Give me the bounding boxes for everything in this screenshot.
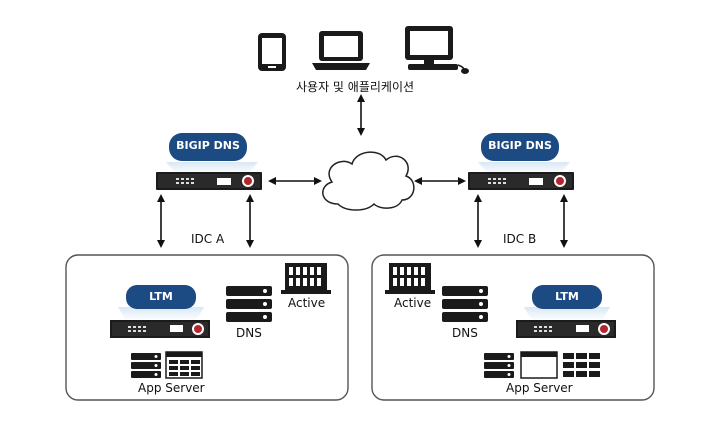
idc-a-title: IDC A [191, 232, 225, 246]
bigip-dns-left [156, 133, 262, 190]
badge-ltm-idc-b [532, 285, 602, 309]
app-server-label-idc-b: App Server [506, 381, 573, 395]
app-window-icon-idc-a [165, 351, 203, 379]
idc-b-title: IDC B [503, 232, 537, 246]
laptop-icon [312, 31, 370, 70]
tablet-icon [258, 33, 286, 71]
app-window-icon-idc-b [520, 351, 558, 379]
ltm-device-idc-b [516, 285, 616, 338]
dns-label-idc-a: DNS [236, 326, 262, 340]
app-server-icon-idc-b [484, 353, 514, 378]
app-server-label-idc-a: App Server [138, 381, 205, 395]
active-label-idc-a: Active [288, 296, 326, 310]
dns-server-stack-idc-a [226, 286, 272, 322]
ltm-device-idc-a [110, 285, 210, 338]
ltm-badge-label-idc-b: LTM [555, 290, 579, 303]
app-grid-icon-idc-b [563, 353, 600, 377]
datacenter-icon-idc-a [281, 263, 331, 294]
bigip-dns-right [468, 133, 574, 190]
badge-ltm-idc-a [126, 285, 196, 309]
datacenter-icon-idc-b [385, 263, 435, 294]
badge-bigip-dns-left [169, 133, 247, 161]
active-label-idc-b: Active [394, 296, 432, 310]
bigip-dns-right-badge-label: BIGIP DNS [488, 139, 552, 152]
desktop-computer-icon [405, 26, 469, 74]
badge-bigip-dns-right [481, 133, 559, 161]
ltm-badge-label-idc-a: LTM [149, 290, 173, 303]
dns-server-stack-idc-b [442, 286, 488, 322]
users-label: 사용자 및 애플리케이션 [296, 80, 415, 94]
dns-label-idc-b: DNS [452, 326, 478, 340]
internet-cloud-icon [322, 151, 415, 211]
bigip-dns-left-badge-label: BIGIP DNS [176, 139, 240, 152]
app-server-icon-idc-a [131, 353, 161, 378]
